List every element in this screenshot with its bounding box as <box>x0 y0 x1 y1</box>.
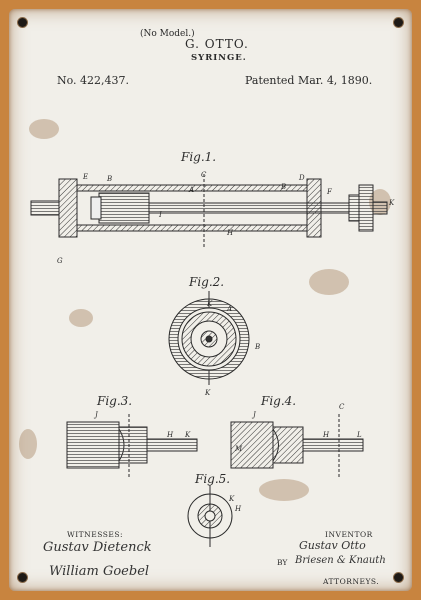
letter-k: K <box>388 199 395 207</box>
witness-signature-2: William Goebel <box>49 564 150 579</box>
patent-number: No. 422,437. <box>57 74 130 87</box>
figure-1-syringe <box>30 174 388 249</box>
rust-spot <box>309 269 349 295</box>
letter-k2: K <box>206 300 213 308</box>
figure-3-part <box>66 414 198 479</box>
inventor-signature: Gustav Otto <box>299 539 366 552</box>
letter-b: B <box>106 175 112 183</box>
invention-title: SYRINGE. <box>191 53 247 63</box>
letter-b2: B <box>280 183 286 191</box>
patent-drawing-panel: (No Model.) G. OTTO. SYRINGE. No. 422,43… <box>9 9 412 591</box>
witness-signature-1: Gustav Dietenck <box>43 540 152 555</box>
letter-m: M <box>234 445 243 453</box>
letter-i: I <box>158 211 162 219</box>
letter-j2: J <box>251 411 257 419</box>
inventor-label: INVENTOR <box>325 530 373 539</box>
figure-2-section <box>168 291 250 385</box>
rust-spot <box>259 479 309 501</box>
attorney-signature: Briesen & Knauth <box>295 555 386 566</box>
letter-j: J <box>93 411 99 419</box>
letter-k3: K <box>204 389 211 397</box>
letter-h2: H <box>166 431 174 439</box>
fig2-label: Fig.2. <box>189 275 225 289</box>
inventor-title: G. OTTO. <box>185 37 249 51</box>
letter-a2: A <box>226 305 232 313</box>
rust-spot <box>29 119 59 139</box>
rust-spot <box>19 429 37 459</box>
mounting-hole-top-left <box>18 18 27 27</box>
letter-k5: K <box>228 495 235 503</box>
fig5-label: Fig.5. <box>195 472 231 486</box>
letter-l: L <box>356 431 362 439</box>
by-label: BY <box>277 558 288 567</box>
letter-h3: H <box>322 431 330 439</box>
patent-date: Patented Mar. 4, 1890. <box>245 74 373 87</box>
letter-c2: C <box>339 403 345 411</box>
letter-g: G <box>57 257 63 265</box>
letter-k4: K <box>184 431 191 439</box>
mounting-hole-bottom-left <box>18 573 27 582</box>
letter-f: F <box>326 188 333 196</box>
letter-c: C <box>201 171 207 179</box>
mounting-hole-top-right <box>394 18 403 27</box>
letter-a: A <box>188 186 194 194</box>
letter-b3: B <box>254 343 260 351</box>
letter-d: D <box>298 174 305 182</box>
rust-spot <box>69 309 93 327</box>
letter-e: E <box>82 173 88 181</box>
attorneys-label: ATTORNEYS. <box>323 577 380 586</box>
letter-h4: H <box>234 505 242 513</box>
figure-4-part <box>230 414 364 479</box>
figure-5-section <box>187 485 233 547</box>
mounting-hole-bottom-right <box>394 573 403 582</box>
letter-h: H <box>226 229 234 237</box>
fig3-label: Fig.3. <box>97 394 133 408</box>
no-model-text: (No Model.) <box>140 29 195 39</box>
syringe-drawing: E B C A B D F K H G I K A B K J H K J M <box>30 171 395 547</box>
fig4-label: Fig.4. <box>261 394 297 408</box>
fig1-label: Fig.1. <box>181 150 217 164</box>
witnesses-label: WITNESSES: <box>67 530 123 539</box>
